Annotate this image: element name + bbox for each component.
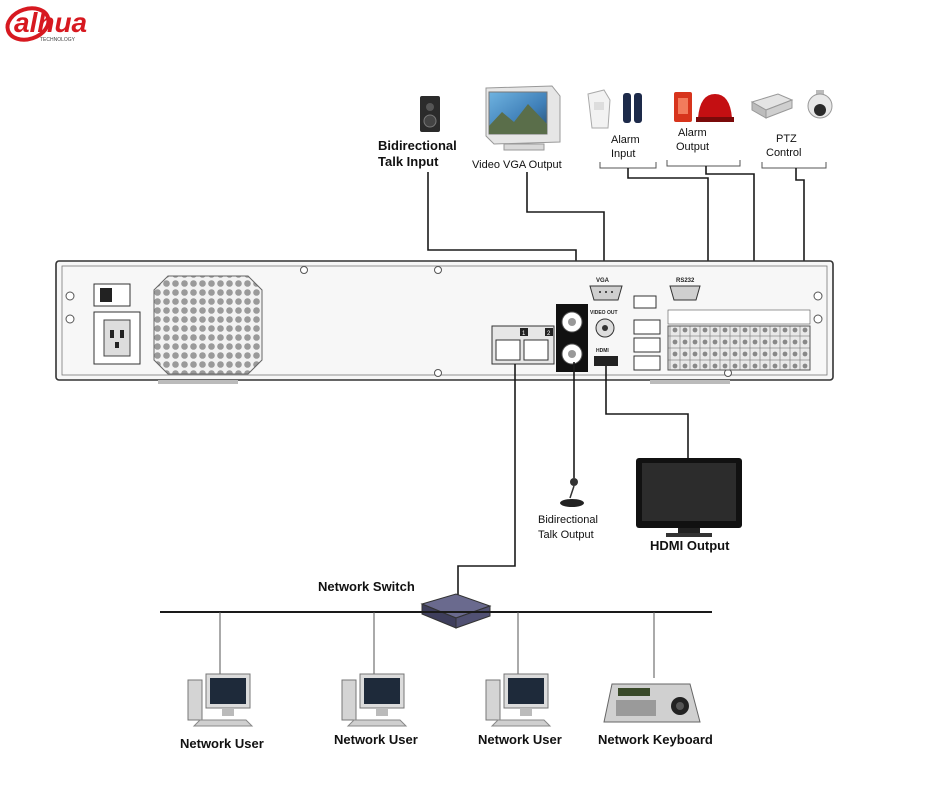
network-user-pc-icon-3	[486, 674, 550, 726]
hdmi-port-label: HDMI	[596, 348, 609, 354]
terminal-block	[668, 310, 810, 370]
vga-output-label: Video VGA Output	[472, 159, 562, 171]
talk-output-microphone-icon	[560, 478, 584, 507]
talk-input-label-line2: Talk Input	[378, 154, 439, 169]
network-user-label-3: Network User	[478, 732, 562, 747]
alarm-output-devices-icon	[674, 92, 734, 122]
fan-grill	[154, 276, 262, 374]
network-wire	[458, 364, 515, 598]
network-keyboard-label: Network Keyboard	[598, 732, 713, 747]
alarm-output-label-line2: Output	[676, 141, 709, 153]
network-switch-label: Network Switch	[318, 579, 415, 594]
alarm-output-label-line1: Alarm	[678, 127, 707, 139]
ptz-cameras-icon	[752, 90, 832, 118]
power-inlet-icon	[94, 312, 140, 364]
talk-output-label-line2: Talk Output	[538, 529, 594, 541]
rs232-label: RS232	[676, 278, 695, 284]
talk-input-speaker-icon	[420, 96, 440, 132]
alarm-input-label-line1: Alarm	[611, 134, 640, 146]
dahua-logo: alhua TECHNOLOGY	[3, 3, 87, 45]
video-out-label: VIDEO OUT	[590, 310, 618, 316]
power-switch-icon	[94, 284, 130, 306]
ethernet-ports: 1 2	[492, 326, 554, 364]
network-user-label-1: Network User	[180, 736, 264, 751]
vga-port-label: VGA	[596, 278, 610, 284]
network-user-pc-icon-2	[342, 674, 406, 726]
hdmi-output-label: HDMI Output	[650, 538, 730, 553]
vga-monitor-icon	[486, 86, 560, 150]
network-user-label-2: Network User	[334, 732, 418, 747]
logo-wordmark: alhua	[14, 7, 87, 38]
usb-ports	[634, 296, 660, 370]
talk-output-label-line1: Bidirectional	[538, 514, 598, 526]
alarm-input-sensors-icon	[588, 90, 642, 128]
ptz-control-label-line2: Control	[766, 147, 801, 159]
ptz-control-label-line1: PTZ	[776, 133, 797, 145]
audio-io-panel	[556, 304, 588, 372]
alarm-input-label-line2: Input	[611, 148, 635, 160]
hdmi-tv-icon	[636, 458, 742, 537]
talk-input-label-line1: Bidirectional	[378, 138, 457, 153]
logo-tagline: TECHNOLOGY	[40, 37, 76, 43]
network-user-pc-icon-1	[188, 674, 252, 726]
network-keyboard-icon	[604, 684, 700, 722]
